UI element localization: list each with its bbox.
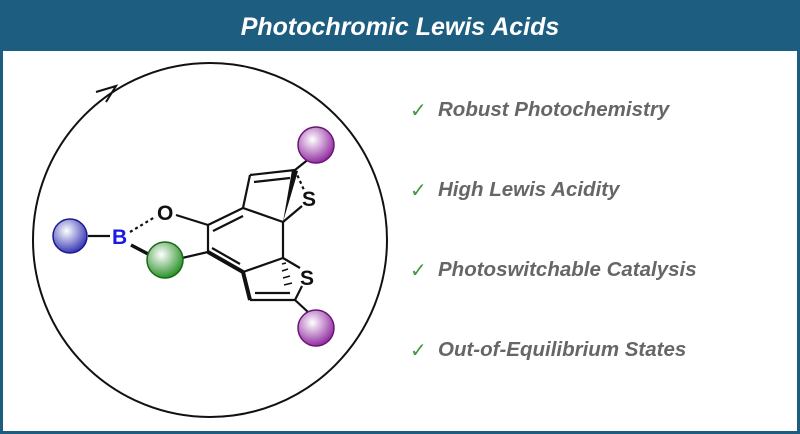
page-title: Photochromic Lewis Acids: [240, 12, 560, 41]
purple-substituent-ball-top: [297, 126, 335, 164]
feature-list: ✓ Robust Photochemistry ✓ High Lewis Acidi…: [410, 98, 697, 418]
feature-label: Out-of-Equilibrium States: [438, 338, 687, 361]
sulfur-atom-label-top: S: [302, 188, 316, 211]
cycle-arrow-icon: [95, 84, 119, 103]
hash-bond: [281, 262, 293, 286]
boron-atom-label: B: [112, 226, 127, 249]
feature-label: High Lewis Acidity: [438, 178, 620, 201]
feature-label: Robust Photochemistry: [438, 98, 670, 121]
feature-item: ✓ Robust Photochemistry: [410, 98, 697, 178]
cycle-circle: [32, 62, 388, 418]
oxygen-atom-label: O: [157, 202, 173, 225]
check-icon: ✓: [410, 178, 427, 202]
green-substituent-ball: [146, 241, 184, 279]
feature-item: ✓ Photoswitchable Catalysis: [410, 258, 697, 338]
check-icon: ✓: [410, 258, 427, 282]
purple-substituent-ball-bottom: [297, 309, 335, 347]
feature-label: Photoswitchable Catalysis: [438, 258, 697, 281]
check-icon: ✓: [410, 338, 427, 362]
wedge-bond: [283, 170, 298, 222]
check-icon: ✓: [410, 98, 427, 122]
title-banner: Photochromic Lewis Acids: [3, 3, 797, 51]
feature-item: ✓ High Lewis Acidity: [410, 178, 697, 258]
feature-item: ✓ Out-of-Equilibrium States: [410, 338, 697, 418]
sulfur-atom-label-bottom: S: [300, 267, 314, 290]
blue-substituent-ball: [52, 218, 88, 254]
